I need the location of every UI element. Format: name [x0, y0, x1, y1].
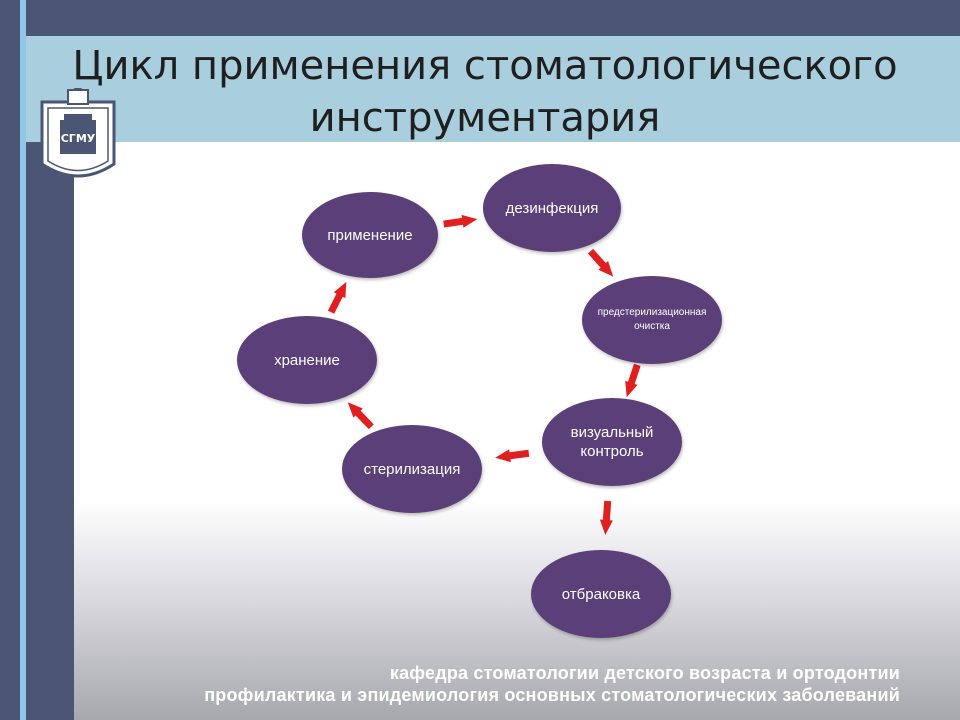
slide-title: Цикл применения стоматологического инстр… — [60, 40, 910, 144]
arrow-primenenie-to-dezinfekciya — [443, 214, 478, 228]
node-dezinfekciya: дезинфекция — [483, 164, 621, 252]
arrow-vizualnyi-kontrol-to-sterilizaciya — [495, 449, 530, 463]
arrow-vizualnyi-kontrol-to-otbrakovka — [599, 500, 613, 535]
left-accent-line — [20, 0, 26, 720]
bottom-gradient — [74, 500, 960, 720]
arrow-hranenie-to-primenenie — [327, 281, 347, 314]
arrow-sterilizaciya-to-hranenie — [347, 402, 374, 430]
footer-department: кафедра стоматологии детского возраста и… — [389, 663, 900, 683]
arrow-predsterilizacionnaya-to-vizualnyi-kontrol — [625, 363, 641, 398]
footer: кафедра стоматологии детского возраста и… — [204, 662, 900, 706]
title-line-2: инструментария — [309, 95, 661, 141]
arrows-layer — [327, 214, 641, 535]
node-predsterilizacionnaya: предстерилизационная очистка — [582, 276, 722, 364]
node-hranenie: хранение — [237, 316, 377, 404]
arrow-dezinfekciya-to-predsterilizacionnaya — [587, 248, 614, 277]
logo-text: СГМУ — [61, 132, 96, 145]
title-line-1: Цикл применения стоматологического — [72, 43, 898, 89]
left-sidebar-band — [0, 0, 20, 720]
node-sterilizaciya: стерилизация — [342, 425, 482, 513]
node-primenenie: применение — [302, 192, 438, 278]
top-band — [26, 0, 960, 36]
node-otbrakovka: отбраковка — [531, 550, 671, 638]
node-vizualnyi-kontrol: визуальный контроль — [542, 398, 682, 486]
footer-subject: профилактика и эпидемиология основных ст… — [204, 685, 900, 705]
university-emblem-icon: СГМУ — [40, 88, 116, 178]
title-band — [26, 36, 960, 142]
